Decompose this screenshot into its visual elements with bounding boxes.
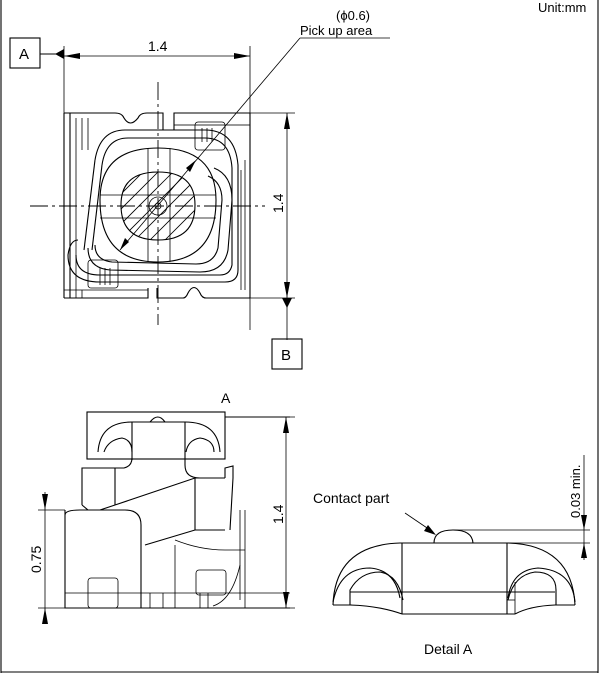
- base-height-label: 0.75: [28, 546, 44, 573]
- min-gap-label: 0.03 min.: [568, 465, 583, 518]
- height-dimension: 1.4: [250, 112, 295, 340]
- pickup-diameter: (ϕ0.6): [336, 8, 370, 23]
- pickup-label: Pick up area: [300, 23, 373, 38]
- contact-part-label: Contact part: [313, 490, 389, 506]
- detail-a-title: Detail A: [424, 641, 473, 657]
- center-lines: [30, 82, 265, 325]
- height-dim-label: 1.4: [270, 193, 286, 213]
- datum-b-label: B: [281, 347, 291, 364]
- min-gap-dimension: 0.03 min.: [568, 455, 587, 560]
- spring-contact: [67, 129, 239, 283]
- top-view: A 1.4: [9, 8, 390, 370]
- pickup-area: [120, 171, 196, 241]
- detail-marker-a: A: [221, 390, 231, 406]
- unit-label: Unit:mm: [538, 0, 586, 15]
- width-dim-label: 1.4: [148, 38, 168, 54]
- detail-a-box: [86, 411, 226, 460]
- datum-b: B: [271, 338, 303, 370]
- pickup-leader: (ϕ0.6) Pick up area: [119, 8, 390, 251]
- base-height-dimension: 0.75: [28, 492, 65, 624]
- inner-body: [99, 147, 217, 263]
- datum-a: A: [9, 37, 64, 69]
- datum-a-label: A: [19, 46, 29, 63]
- side-height-dimension: 1.4: [225, 416, 295, 609]
- detail-a: Contact part 0.03 min. Detail A: [313, 455, 590, 657]
- side-height-label: 1.4: [270, 504, 286, 524]
- component-outline: [63, 112, 251, 299]
- side-view: A: [28, 390, 295, 624]
